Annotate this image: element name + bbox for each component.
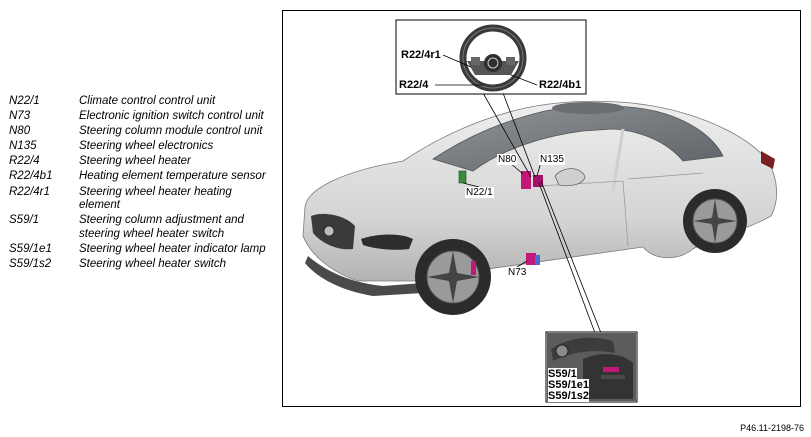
label-r22-4: R22/4 [399, 79, 429, 91]
car-illustration [302, 19, 778, 403]
b-pillar [611, 128, 625, 192]
legend-code: N135 [9, 140, 37, 153]
diagram-frame: N80 N135 N22/1 N73 R22/4r1 R22/4 R22/4b1… [282, 10, 801, 407]
label-s59-1e1: S59/1e1 [548, 379, 589, 391]
legend-description: Steering wheel electronics [79, 140, 214, 153]
legend-row: S59/1e1 Steering wheel heater indicator … [9, 243, 271, 257]
legend-description: Heating element temperature sensor [79, 170, 266, 183]
legend-row: N80 Steering column module control unit [9, 125, 271, 139]
legend-description: Electronic ignition switch control unit [79, 110, 264, 123]
legend-description: Steering wheel heater heating element [79, 185, 232, 212]
legend-code: S59/1 [9, 214, 40, 227]
legend-code: N73 [9, 110, 31, 123]
legend-row: N22/1 Climate control control unit [9, 95, 271, 109]
legend-row: N73 Electronic ignition switch control u… [9, 110, 271, 124]
n135-component [533, 175, 543, 187]
label-n22-1: N22/1 [465, 187, 494, 198]
legend-row: R22/4b1 Heating element temperature sens… [9, 170, 271, 184]
legend-code: R22/4b1 [9, 170, 53, 183]
legend-row: R22/4 Steering wheel heater [9, 155, 271, 169]
legend-description: Steering column module control unit [79, 125, 263, 138]
label-r22-4r1: R22/4r1 [401, 49, 441, 61]
legend-description: Steering wheel heater [79, 155, 191, 168]
legend-code: R22/4 [9, 155, 40, 168]
legend-code: R22/4r1 [9, 185, 50, 198]
label-s59-1: S59/1 [548, 368, 577, 380]
side-mirror [554, 168, 586, 187]
legend-row: S59/1s2 Steering wheel heater switch [9, 258, 271, 272]
rear-wheel [683, 189, 747, 253]
legend-row: S59/1 Steering column adjustment and ste… [9, 214, 271, 241]
n80-component [521, 171, 531, 189]
leader-inset-bottom [538, 182, 596, 334]
figure-reference: P46.11-2198-76 [740, 423, 804, 433]
label-s59-1s2: S59/1s2 [548, 390, 589, 402]
legend-row: N135 Steering wheel electronics [9, 140, 271, 154]
legend-description: Climate control control unit [79, 95, 216, 107]
n73-connector [535, 255, 540, 265]
leader-r22-4r1 [442, 54, 472, 68]
steering-wheel-icon [459, 24, 527, 92]
front-bumper [305, 256, 423, 296]
leader-n73 [516, 260, 528, 268]
n73-component [526, 253, 536, 265]
legend-description: Steering column adjustment and steering … [79, 214, 244, 240]
headlight [361, 234, 413, 250]
legend-row: R22/4r1 Steering wheel heater heating el… [9, 186, 271, 213]
legend: N22/1 Climate control control unit N73 E… [9, 95, 271, 273]
legend-code: S59/1s2 [9, 257, 52, 270]
label-n135: N135 [539, 154, 565, 165]
legend-code: N22/1 [9, 95, 40, 107]
brand-emblem [323, 225, 335, 237]
leader-inset-top-2 [502, 92, 536, 178]
label-n80: N80 [497, 154, 518, 165]
label-r22-4b1: R22/4b1 [539, 79, 582, 91]
leader-inset-bottom-2 [540, 180, 602, 334]
legend-description: Steering wheel heater indicator lamp [79, 242, 266, 255]
legend-code: N80 [9, 125, 31, 138]
legend-description: Steering wheel heater switch [79, 257, 227, 270]
door-seam-rear [627, 172, 704, 180]
taillight [761, 151, 775, 169]
leader-inset-top [482, 92, 532, 178]
legend-code: S59/1e1 [9, 242, 52, 255]
n22-1-component [458, 170, 467, 184]
sunroof [552, 102, 624, 114]
front-wheel [415, 239, 491, 315]
leader-r22-4b1 [510, 74, 538, 86]
leader-n22-1 [462, 182, 480, 188]
label-n73: N73 [507, 267, 528, 278]
car-windows [432, 105, 724, 172]
